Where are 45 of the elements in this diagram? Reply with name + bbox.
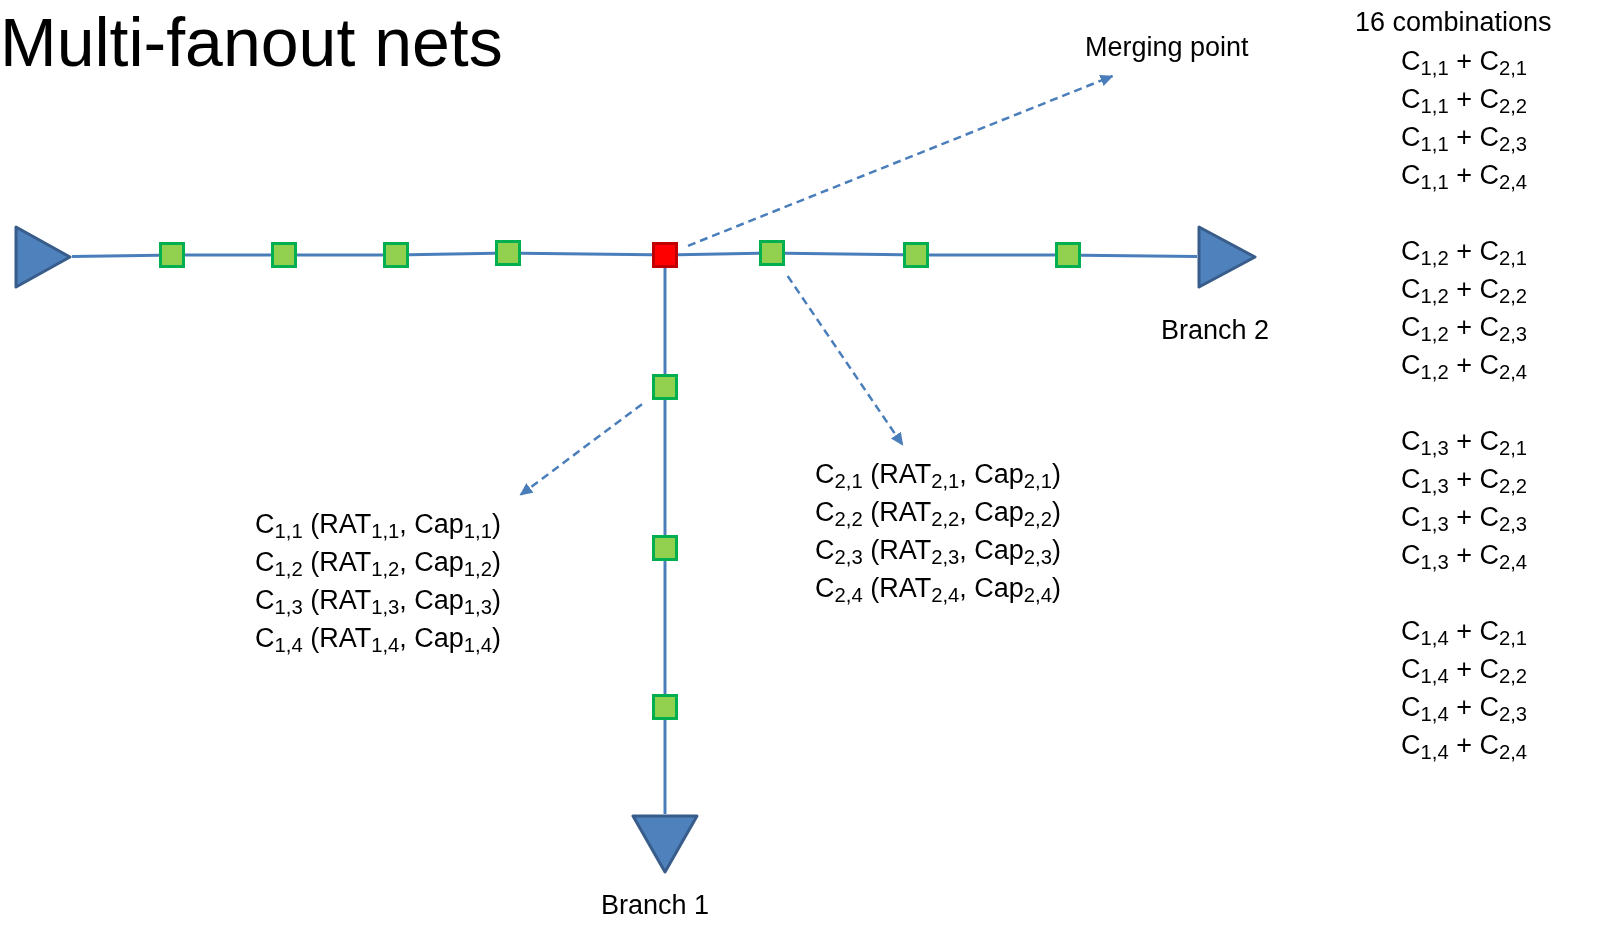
capacitance-label: C$_{2,4}$ (RAT$_{2,4}$, Cap$_{2,4}$) [815,572,1062,607]
wire [1080,253,1197,259]
wire [297,253,383,257]
wire [929,253,1055,257]
branch-label: Branch 2 [1161,317,1270,344]
capacitance-label: C$_{1,2}$ (RAT$_{1,2}$, Cap$_{1,2}$) [255,546,502,581]
dashed-arrow [519,403,643,496]
capacitance-label: Merging point [1085,31,1250,64]
combination-label: C$_{1,3}$ + C$_{2,4}$ [1401,539,1529,574]
dashed-arrow [687,74,1114,247]
capacitance-label: C$_{1,1}$ (RAT$_{1,1}$, Cap$_{1,1}$) [255,508,502,543]
combination-label: C$_{1,2}$ + C$_{2,3}$ [1401,311,1529,346]
combination-label: C$_{1,1}$ + C$_{2,2}$ [1401,83,1529,118]
wire [663,400,667,535]
capacitance-label: C$_{1,4}$ (RAT$_{1,4}$, Cap$_{1,4}$) [255,622,502,657]
wire [663,268,667,374]
capacitance-label: C$_{2,3}$ (RAT$_{2,3}$, Cap$_{2,3}$) [815,534,1062,569]
capacitance-label: C$_{2,1}$ (RAT$_{2,1}$, Cap$_{2,1}$) [815,458,1062,493]
dashed-arrow [786,275,904,446]
wire [663,720,667,814]
wire [663,561,667,694]
combination-label: C$_{1,4}$ + C$_{2,3}$ [1401,691,1529,726]
combination-label: C$_{1,3}$ + C$_{2,3}$ [1401,501,1529,536]
branch-label: Branch 1 [601,892,710,919]
combinations-heading: 16 combinations [1355,6,1552,38]
capacitance-label: C$_{1,3}$ (RAT$_{1,3}$, Cap$_{1,3}$) [255,584,502,619]
combination-label: C$_{1,4}$ + C$_{2,4}$ [1401,729,1529,764]
wire [408,251,496,257]
wire [185,253,271,257]
combination-label: C$_{1,1}$ + C$_{2,4}$ [1401,159,1529,194]
combination-label: C$_{1,4}$ + C$_{2,1}$ [1401,615,1529,650]
wire [784,251,904,257]
combination-label: C$_{1,1}$ + C$_{2,3}$ [1401,121,1529,156]
combination-label: C$_{1,2}$ + C$_{2,1}$ [1401,235,1529,270]
capacitance-label: C$_{2,2}$ (RAT$_{2,2}$, Cap$_{2,2}$) [815,496,1062,531]
wire [71,253,160,259]
title: Multi-fanout nets [0,8,503,76]
combination-label: C$_{1,2}$ + C$_{2,2}$ [1401,273,1529,308]
wire [521,251,652,257]
combination-label: C$_{1,4}$ + C$_{2,2}$ [1401,653,1529,688]
combination-label: C$_{1,1}$ + C$_{2,1}$ [1401,45,1529,80]
combination-label: C$_{1,3}$ + C$_{2,1}$ [1401,425,1529,460]
combination-label: C$_{1,2}$ + C$_{2,4}$ [1401,349,1529,384]
combination-label: C$_{1,3}$ + C$_{2,2}$ [1401,463,1529,498]
wire [677,251,760,257]
